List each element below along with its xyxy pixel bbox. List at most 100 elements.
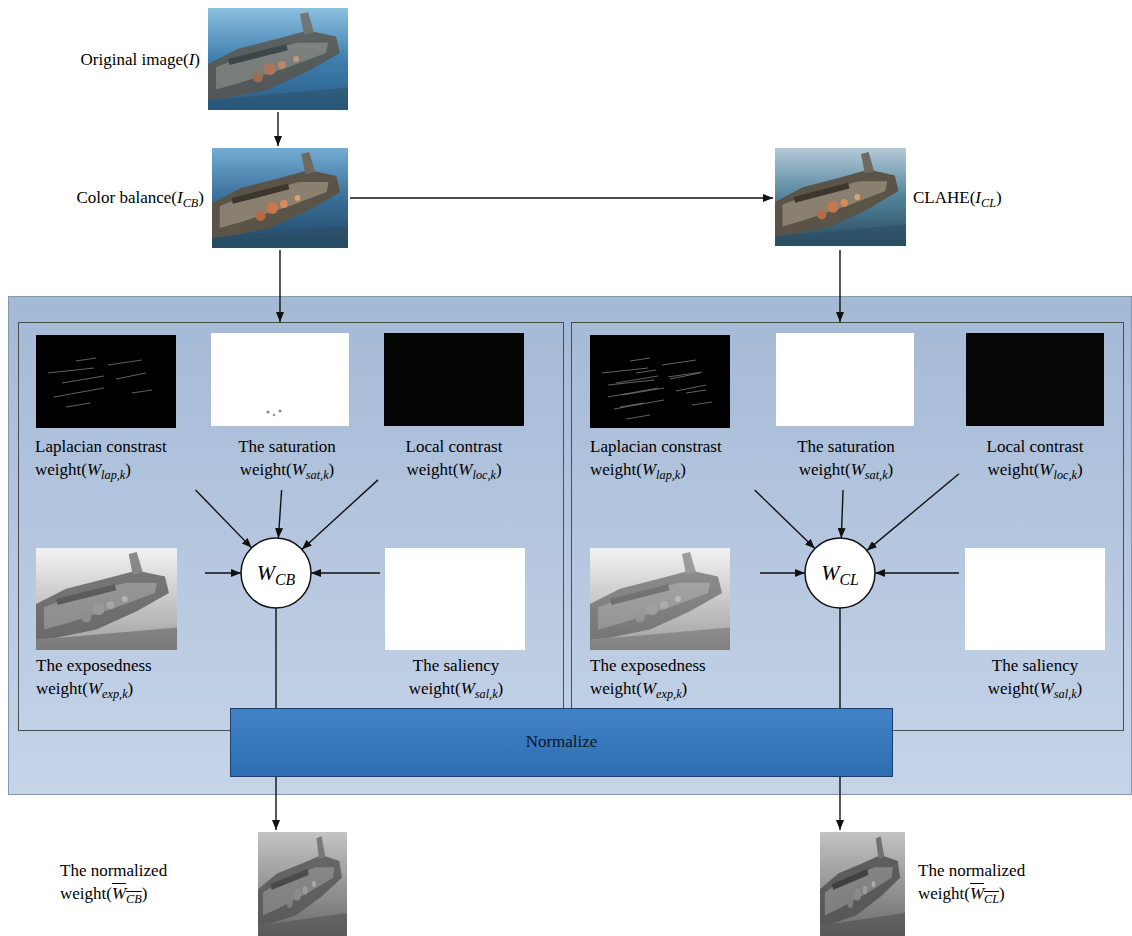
- label-bracket: ): [496, 460, 502, 479]
- label-bracket: ): [999, 884, 1005, 903]
- map-ground: [36, 335, 176, 428]
- connector-arrow: [275, 608, 276, 708]
- weight-map: [36, 548, 177, 650]
- connector-arrow: [839, 777, 840, 830]
- math-term: ICB: [177, 188, 198, 207]
- label-holder: The exposedness weight(Wexp,k): [36, 655, 204, 701]
- label-bracket: ): [329, 460, 335, 479]
- connector-arrow: [275, 777, 276, 830]
- node-label: WCL: [804, 558, 876, 588]
- map-speck: [266, 410, 269, 413]
- node-label: The saliency weight(Wsal,k): [380, 655, 532, 701]
- photo-wreck: [775, 152, 906, 246]
- math-subscript-text: sat,k: [865, 468, 888, 482]
- math-symbol: W: [257, 560, 275, 585]
- map-ground: [590, 335, 730, 428]
- node-label: The normalized weight(WCB): [60, 860, 210, 906]
- math-subscript: lap,k: [101, 468, 125, 482]
- photo-wreck: [208, 12, 348, 110]
- math-term: Wsal,k: [461, 679, 498, 698]
- label-bracket: ): [888, 460, 894, 479]
- math-subscript-text: sat,k: [306, 468, 329, 482]
- weight-map: [385, 548, 525, 650]
- label-holder: CLAHE(ICL): [913, 187, 1110, 210]
- math-symbol: W: [87, 460, 101, 479]
- photo-water: [775, 148, 906, 246]
- label-holder: Local contrast weight(Wloc,k): [378, 436, 530, 482]
- connector-arrow: [311, 572, 380, 573]
- math-term: ICL: [975, 188, 996, 207]
- math-term: Wsat,k: [292, 460, 329, 479]
- label-bracket: ): [194, 50, 200, 69]
- node-label: The saliency weight(Wsal,k): [959, 655, 1111, 701]
- label-bracket: ): [680, 460, 686, 479]
- math-subscript: lap,k: [656, 468, 680, 482]
- weight-map: [258, 832, 347, 936]
- math-subscript: CL: [984, 892, 999, 906]
- process-bar: Normalize: [230, 708, 893, 777]
- label-bracket: ): [1077, 679, 1083, 698]
- math-term: Wexp,k: [642, 679, 682, 698]
- math-subscript: CB: [126, 892, 142, 906]
- label-holder: Laplacian constrast weight(Wlap,k): [35, 436, 205, 482]
- math-term: Wsal,k: [1040, 679, 1077, 698]
- node-label: Original image(I): [40, 49, 200, 72]
- math-symbol: W: [821, 560, 839, 585]
- math-subscript-text: CL: [981, 195, 996, 209]
- label-bracket: ): [128, 679, 134, 698]
- weight-map: [590, 335, 730, 428]
- node-label: Laplacian constrast weight(Wlap,k): [35, 436, 205, 482]
- node-label: The exposedness weight(Wexp,k): [590, 655, 760, 701]
- math-subscript: sat,k: [865, 468, 888, 482]
- math-subscript: exp,k: [656, 687, 681, 701]
- map-speck: [273, 414, 276, 417]
- label-bracket: ): [142, 884, 148, 903]
- node-label: The normalized weight(WCL): [918, 860, 1088, 906]
- math-subscript: loc,k: [1054, 468, 1077, 482]
- math-subscript-text: loc,k: [1054, 468, 1077, 482]
- math-subscript-text: loc,k: [473, 468, 496, 482]
- math-term: Wloc,k: [1039, 460, 1077, 479]
- label-holder: WCL: [804, 558, 876, 588]
- weight-map: [965, 548, 1105, 650]
- weight-map: [384, 333, 524, 426]
- math-subscript-text: CB: [275, 571, 295, 588]
- map-detail: [48, 358, 152, 407]
- map-detail: [258, 836, 347, 936]
- label-holder: The saliency weight(Wsal,k): [380, 655, 532, 701]
- photo-wreck: [212, 152, 348, 248]
- label-holder: Color balance(ICB): [20, 187, 204, 210]
- node-label: The saturation weight(Wsat,k): [212, 436, 362, 482]
- map-ground: [211, 333, 349, 426]
- label-holder: Normalize: [230, 731, 893, 754]
- math-symbol: I: [189, 50, 195, 69]
- circle-shape: [805, 538, 875, 608]
- node-label: Color balance(ICB): [20, 187, 204, 210]
- map-ground: [820, 832, 905, 936]
- map-ground: [965, 548, 1105, 650]
- math-symbol: W: [970, 884, 984, 903]
- label-words: Original image(: [81, 50, 189, 69]
- node-label: Laplacian constrast weight(Wlap,k): [590, 436, 760, 482]
- weight-map: [966, 333, 1104, 426]
- node-label: CLAHE(ICL): [913, 187, 1110, 210]
- fusion-panel: Laplacian constrast weight(Wlap,k)The sa…: [8, 296, 1132, 795]
- math-subscript-text: exp,k: [656, 687, 681, 701]
- label-bracket: ): [498, 679, 504, 698]
- map-detail: [36, 552, 177, 650]
- math-subscript-text: CB: [126, 892, 142, 906]
- math-subscript-text: lap,k: [101, 468, 125, 482]
- label-holder: The exposedness weight(Wexp,k): [590, 655, 760, 701]
- math-subscript: loc,k: [473, 468, 496, 482]
- node-label: Local contrast weight(Wloc,k): [959, 436, 1111, 482]
- weight-map: [211, 333, 349, 426]
- photo: [775, 148, 906, 246]
- math-subscript-text: sal,k: [1054, 687, 1077, 701]
- weight-map: [820, 832, 905, 936]
- map-ground: [966, 333, 1104, 426]
- label-holder: The saturation weight(Wsat,k): [770, 436, 922, 482]
- connector-arrow: [350, 197, 773, 198]
- node-label: Local contrast weight(Wloc,k): [378, 436, 530, 482]
- math-symbol: W: [1040, 679, 1054, 698]
- math-symbol: W: [461, 679, 475, 698]
